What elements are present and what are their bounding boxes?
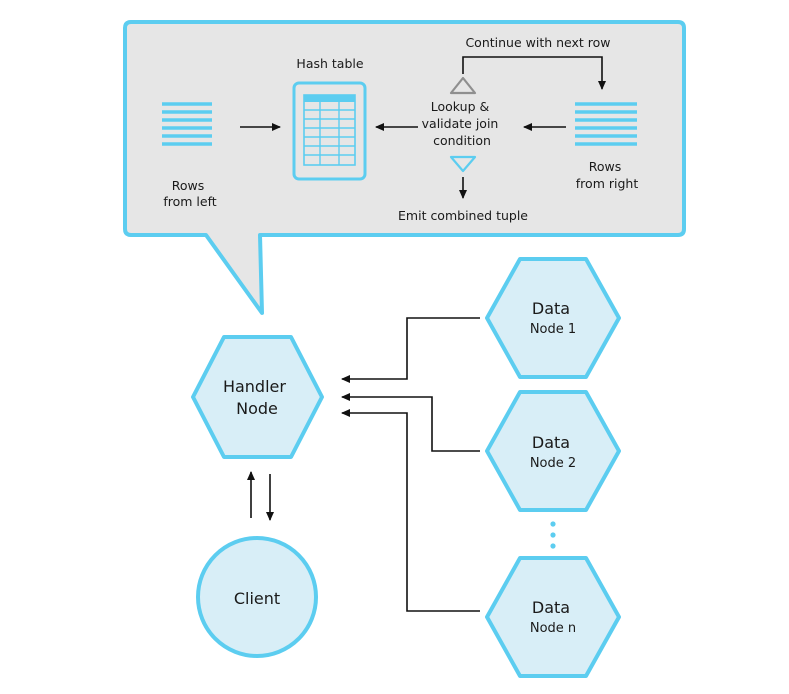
rows-left-stack-icon xyxy=(162,102,212,146)
rows-right-stack-icon xyxy=(575,102,637,146)
hash-table-icon xyxy=(292,81,367,181)
data-node-1-hexagon[interactable] xyxy=(485,257,621,379)
rows-right-label: Rows from right xyxy=(576,159,639,191)
triangle-down-icon xyxy=(449,155,477,173)
data-node-1-label: Data Node 1 xyxy=(530,299,576,337)
data-node-2-label: Data Node 2 xyxy=(530,433,576,471)
connector-data-node-1 xyxy=(341,317,480,383)
lookup-label: Lookup & validate join condition xyxy=(422,99,503,148)
rows-left-label: Rows from left xyxy=(163,178,216,209)
client-label: Client xyxy=(234,589,280,608)
join-detail-bubble xyxy=(123,20,686,315)
data-node-2-hexagon[interactable] xyxy=(485,390,621,512)
continue-label: Continue with next row xyxy=(465,35,610,50)
handler-node-label: Handler Node xyxy=(223,377,291,418)
triangle-up-icon xyxy=(449,76,477,95)
hash-table-label: Hash table xyxy=(296,56,363,71)
continue-loop-connector xyxy=(462,56,606,90)
client-circle[interactable] xyxy=(196,536,318,658)
connector-data-node-2 xyxy=(341,393,480,452)
data-node-n-label: Data Node n xyxy=(530,598,576,636)
connector-data-node-n xyxy=(341,409,480,612)
data-node-n-hexagon[interactable] xyxy=(485,556,621,678)
more-nodes-ellipsis xyxy=(550,521,556,549)
emit-label: Emit combined tuple xyxy=(398,208,528,223)
handler-node-hexagon[interactable] xyxy=(191,335,324,459)
